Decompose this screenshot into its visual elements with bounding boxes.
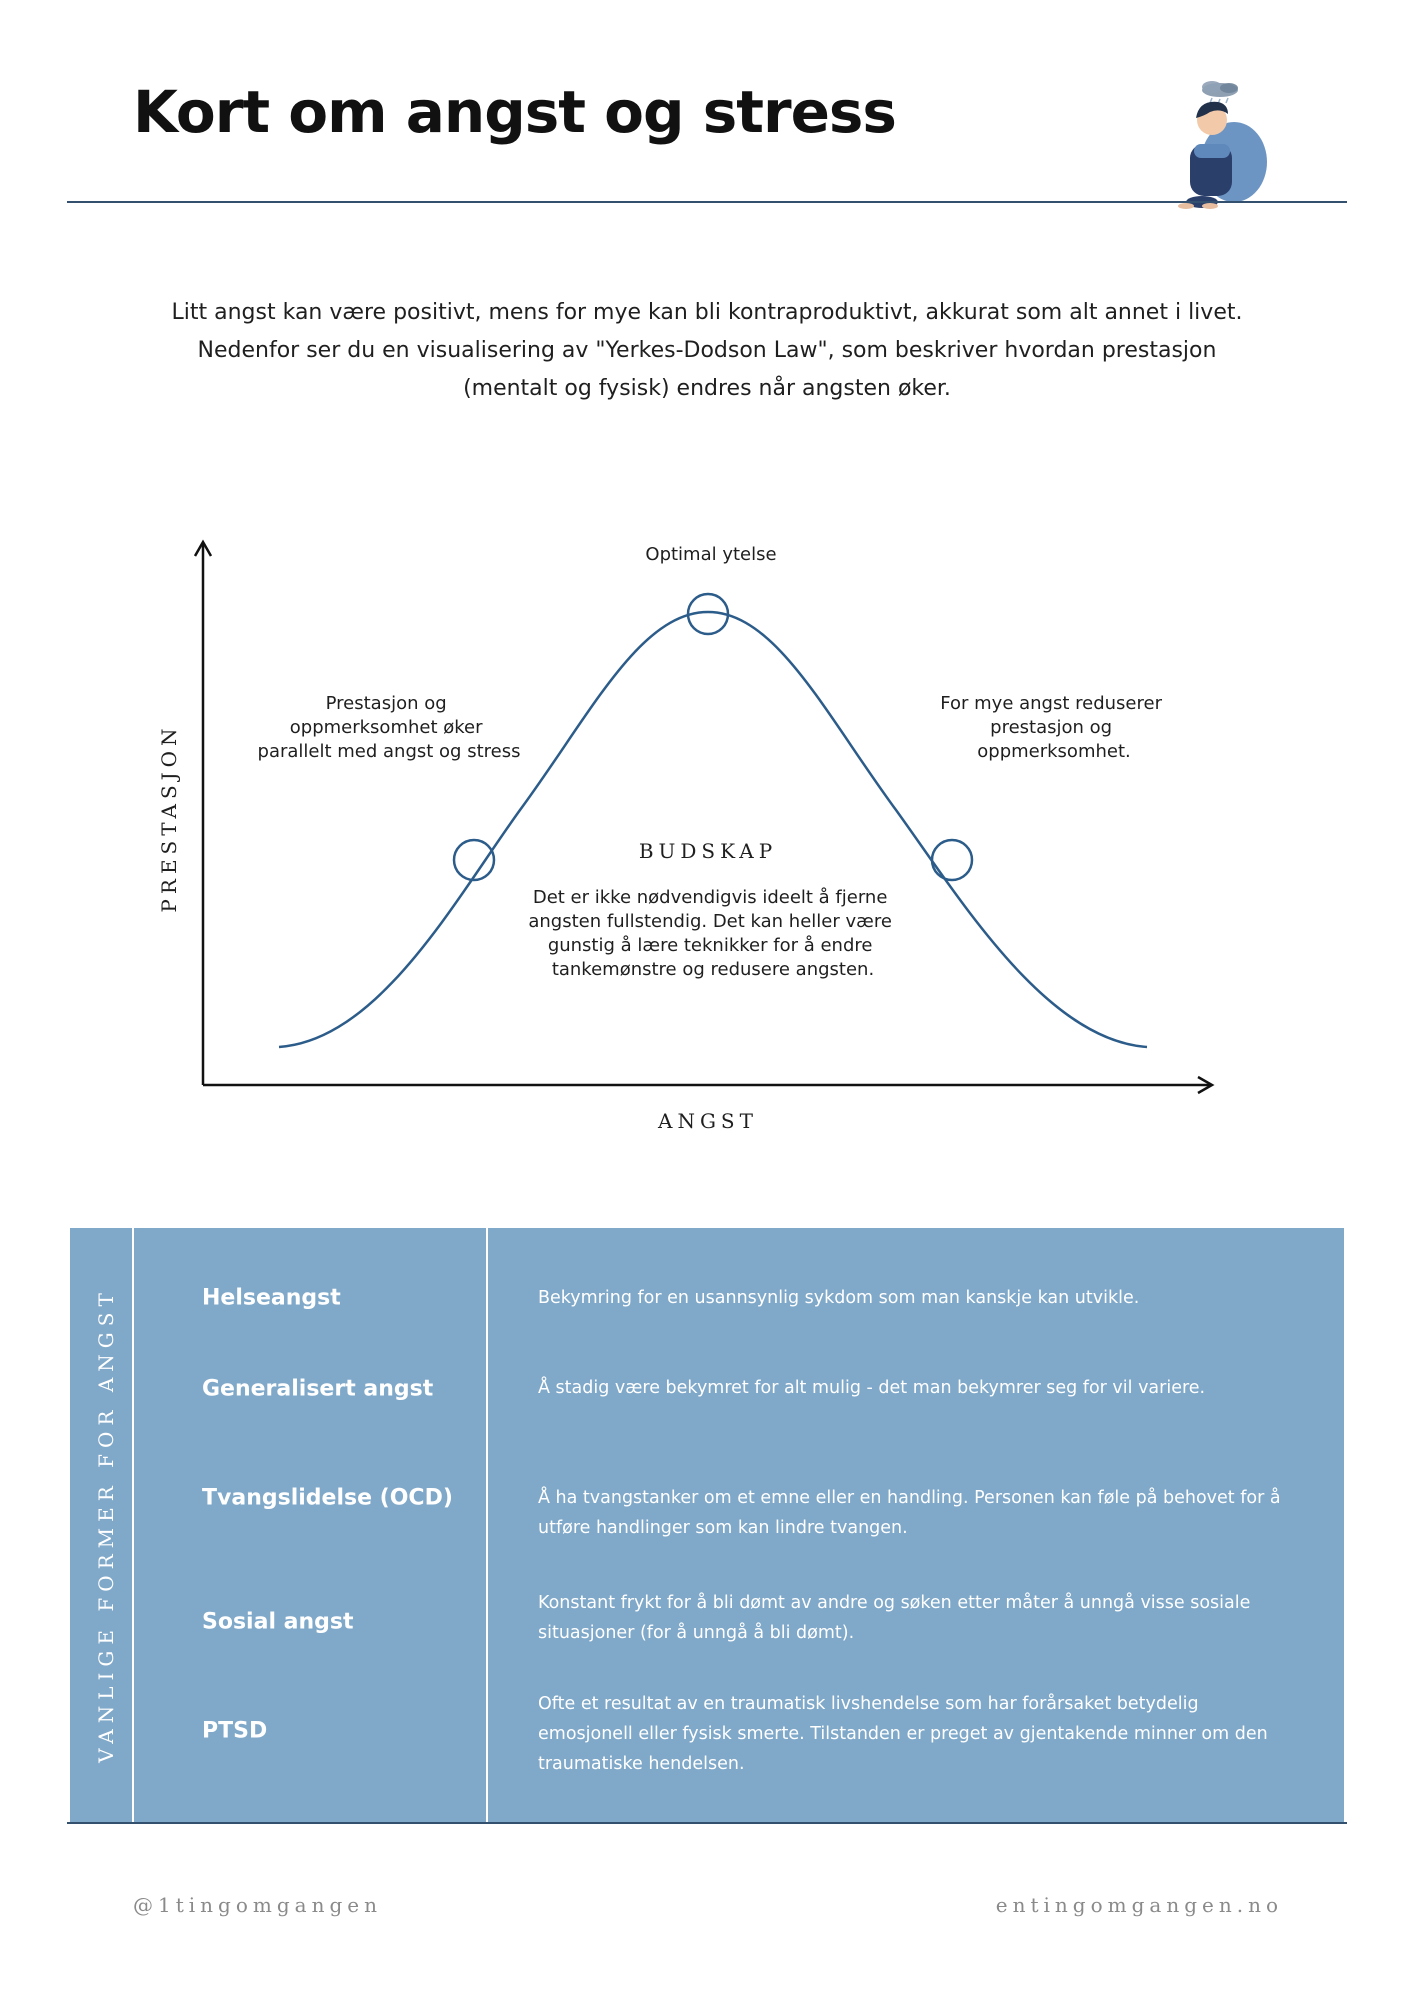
table-row-description: Ofte et resultat av en traumatisk livshe… <box>538 1694 1268 1774</box>
table-row-term: Generalisert angst <box>202 1376 434 1402</box>
column-divider <box>486 1228 488 1822</box>
table-row-description: Bekymring for en usannsynlig sykdom som … <box>538 1288 1140 1308</box>
intro-line: (mentalt og fysisk) endres når angsten ø… <box>463 376 951 401</box>
performance-curve <box>278 610 1148 1049</box>
sitting-person-with-cloud-icon <box>1178 81 1267 209</box>
table-row-term: Helseangst <box>202 1285 341 1311</box>
intro-line: Nedenfor ser du en visualisering av "Yer… <box>197 338 1217 363</box>
footer-social-handle[interactable]: @1tingomgangen <box>133 1893 382 1917</box>
table-row-description: Å ha tvangstanker om et emne eller en ha… <box>538 1488 1281 1538</box>
left-marker <box>452 838 496 882</box>
table-row-term: PTSD <box>202 1718 268 1744</box>
y-axis-label: PRESTASJON <box>157 723 181 912</box>
table-side-label: VANLIGE FORMER FOR ANGST <box>94 1287 118 1763</box>
left-annotation: Prestasjon og oppmerksomhet øker paralle… <box>258 693 521 762</box>
footer-website[interactable]: entingomgangen.no <box>995 1893 1283 1917</box>
table-row-term: Tvangslidelse (OCD) <box>202 1485 453 1511</box>
yerkes-dodson-diagram: Optimal ytelse Prestasjon og oppmerksomh… <box>157 539 1215 1133</box>
anxiety-types-table: VANLIGE FORMER FOR ANGST Helseangst Beky… <box>70 1228 1344 1822</box>
column-divider <box>132 1228 134 1822</box>
right-marker <box>930 838 974 882</box>
y-axis-arrow <box>193 539 213 557</box>
right-annotation: For mye angst reduserer prestasjon og op… <box>940 693 1167 762</box>
table-row-description: Konstant frykt for å bli dømt av andre o… <box>538 1593 1251 1643</box>
table-bottom-rule <box>67 1822 1347 1824</box>
intro-text: Litt angst kan være positivt, mens for m… <box>120 294 1294 408</box>
x-axis-arrow <box>1197 1075 1215 1095</box>
message-title: BUDSKAP <box>639 839 777 863</box>
table-row-term: Sosial angst <box>202 1609 354 1635</box>
page-title: Kort om angst og stress <box>133 78 897 146</box>
x-axis-label: ANGST <box>657 1109 758 1133</box>
table-row-description: Å stadig være bekymret for alt mulig - d… <box>538 1378 1206 1398</box>
intro-line: Litt angst kan være positivt, mens for m… <box>171 300 1243 325</box>
peak-marker <box>686 592 730 636</box>
message-body: Det er ikke nødvendigvis ideelt å fjerne… <box>528 887 897 980</box>
header-divider <box>67 201 1347 203</box>
peak-label: Optimal ytelse <box>645 544 776 565</box>
